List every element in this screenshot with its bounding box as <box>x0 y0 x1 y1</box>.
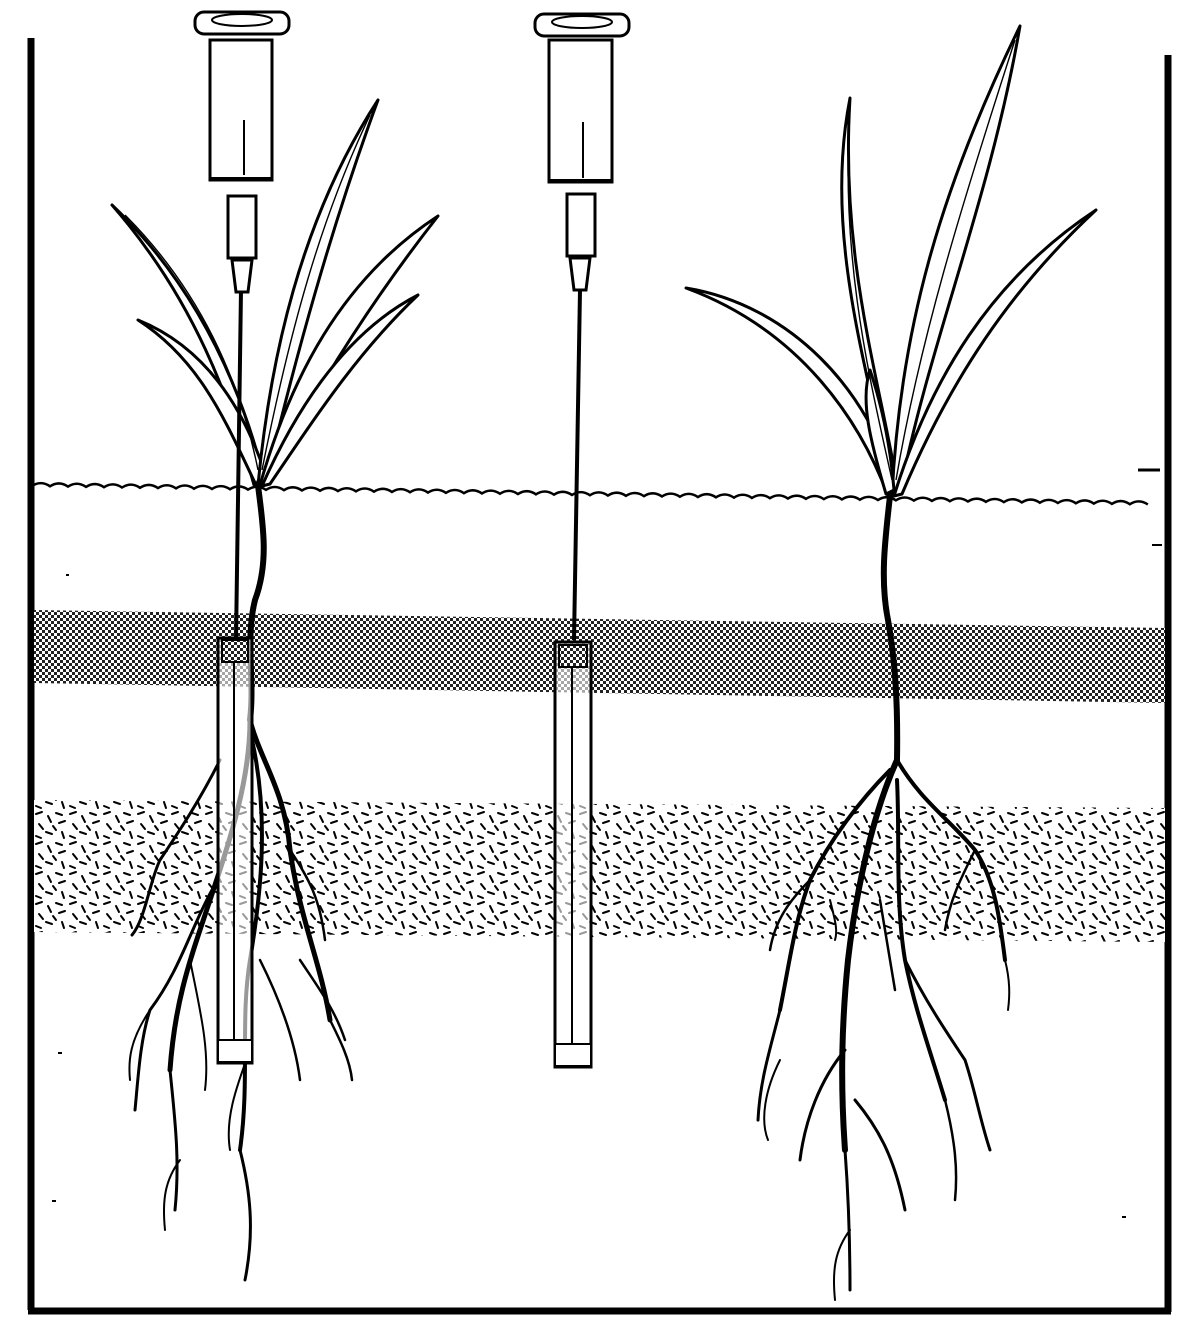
plant-right-leaves <box>686 26 1096 496</box>
tube-left <box>218 638 252 1063</box>
tube-middle <box>555 642 591 1067</box>
syringe-left <box>195 12 289 640</box>
water-surface-line <box>32 483 1148 505</box>
stippled-band <box>34 610 1165 703</box>
syringe-middle <box>535 14 629 640</box>
plant-left-leaves <box>112 100 438 486</box>
plant-left <box>112 100 438 1280</box>
